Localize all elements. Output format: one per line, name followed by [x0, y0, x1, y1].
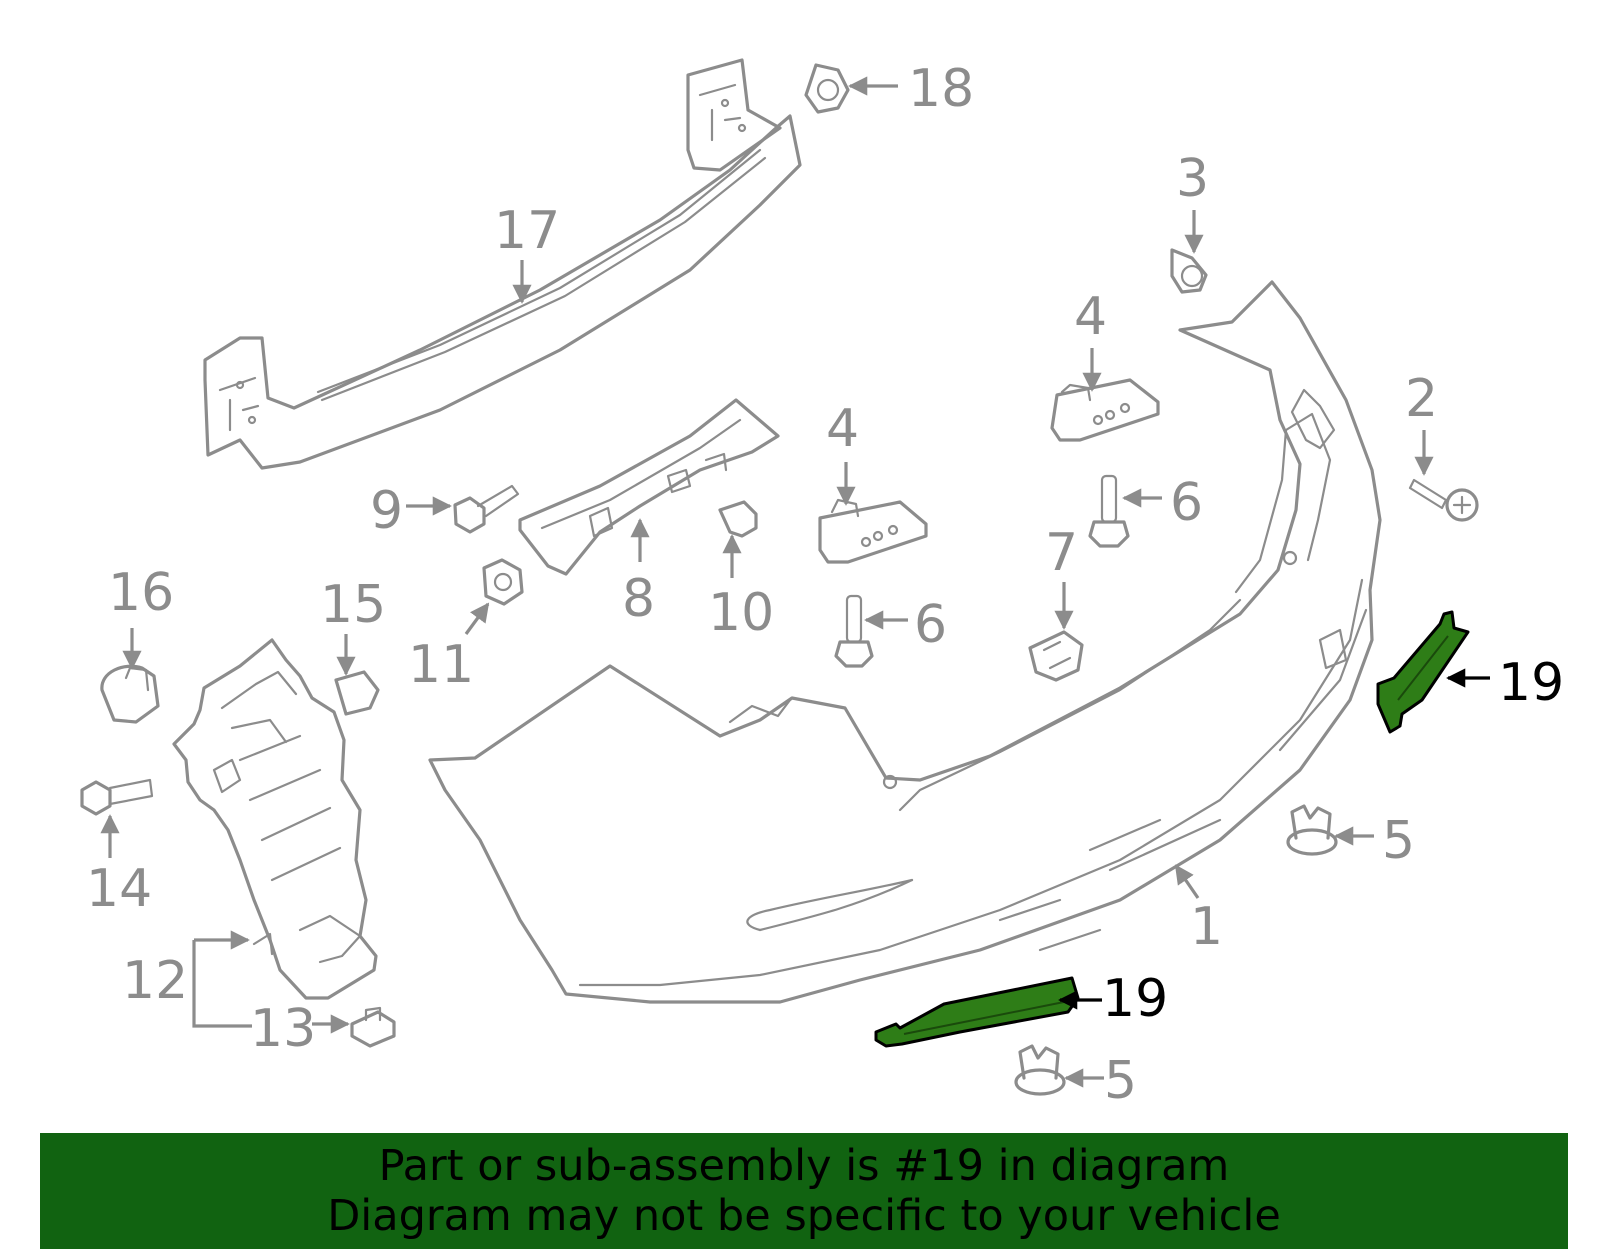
part-18-nut: [804, 63, 850, 114]
callout-18: 18: [908, 59, 974, 119]
callout-4-upper: 4: [1074, 287, 1107, 347]
callout-10: 10: [708, 583, 774, 643]
part-5-clip-lower: [1014, 1044, 1066, 1096]
callout-13: 13: [250, 999, 316, 1059]
part-17-reinforcement-beam: [203, 58, 802, 470]
part-10-clip: [718, 500, 758, 538]
part-5-clip-upper: [1286, 804, 1338, 856]
part-4-bracket-lower: [818, 498, 928, 564]
part-16-push-clip: [100, 664, 160, 724]
banner-line-2: Diagram may not be specific to your vehi…: [327, 1191, 1281, 1241]
callout-14: 14: [86, 859, 152, 919]
part-19-highlighted-upper: [1376, 610, 1470, 734]
part-11-nut: [482, 558, 524, 606]
callout-5-lower: 5: [1104, 1051, 1137, 1111]
part-1-bumper-cover: [428, 280, 1382, 1004]
part-8-bracket: [518, 398, 780, 576]
leader-arrows: [100, 76, 1490, 1088]
callout-6-lower: 6: [914, 595, 947, 655]
callout-16: 16: [108, 563, 174, 623]
banner-line-1: Part or sub-assembly is #19 in diagram: [378, 1141, 1230, 1191]
callout-3: 3: [1176, 149, 1209, 209]
callout-6-upper: 6: [1170, 473, 1203, 533]
part-2-screw: [1408, 478, 1479, 522]
callout-11: 11: [408, 635, 474, 695]
part-3-clip: [1170, 248, 1208, 294]
callout-17: 17: [494, 201, 560, 261]
part-6-bolt-upper: [1088, 474, 1130, 548]
callout-4-lower: 4: [826, 399, 859, 459]
callout-5-upper: 5: [1382, 811, 1415, 871]
callout-1: 1: [1190, 897, 1223, 957]
info-banner: Part or sub-assembly is #19 in diagram D…: [40, 1133, 1568, 1249]
callout-7: 7: [1045, 523, 1078, 583]
part-4-bracket-upper: [1050, 378, 1160, 442]
part-9-bolt: [453, 484, 520, 534]
part-6-bolt-lower: [834, 594, 874, 668]
callout-12: 12: [122, 951, 188, 1011]
part-15-clip: [334, 670, 380, 716]
callout-19-upper: 19: [1498, 653, 1564, 713]
part-7-clip: [1028, 630, 1084, 682]
callout-2: 2: [1405, 369, 1438, 429]
callout-9: 9: [370, 481, 403, 541]
callout-19-lower: 19: [1102, 969, 1168, 1029]
callout-15: 15: [320, 575, 386, 635]
part-19-highlighted-lower: [874, 976, 1080, 1048]
part-12-side-bracket: [172, 638, 378, 1000]
part-13-clip: [350, 1006, 396, 1048]
callout-8: 8: [622, 569, 655, 629]
part-14-bolt: [80, 778, 154, 816]
